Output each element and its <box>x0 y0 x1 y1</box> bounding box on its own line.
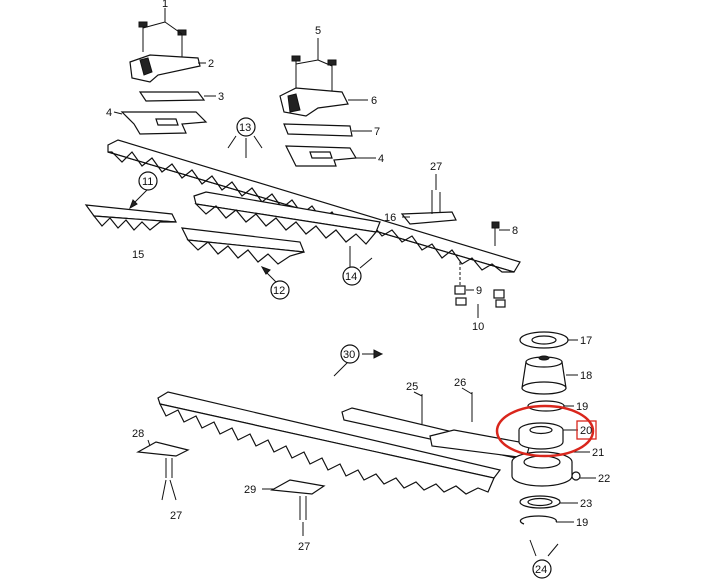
label-16: 16 <box>384 212 396 224</box>
label-23: 23 <box>580 498 592 510</box>
label-27-bottom: 27 <box>298 541 310 553</box>
label-19-upper: 19 <box>576 401 588 413</box>
label-4-right: 4 <box>378 153 384 165</box>
label-7: 7 <box>374 126 380 138</box>
highlight-ellipse <box>495 404 595 458</box>
label-18: 18 <box>580 370 592 382</box>
arrow-14 <box>349 246 373 269</box>
pitman-bar <box>341 407 531 459</box>
bearing-20 <box>518 422 564 450</box>
knife-bar-middle <box>193 191 381 245</box>
label-27-top: 27 <box>430 161 442 173</box>
arrow-12 <box>260 266 277 283</box>
housing-21 <box>511 451 573 487</box>
label-2: 2 <box>208 58 214 70</box>
label-10: 10 <box>472 321 484 333</box>
arrow-30 <box>333 349 384 377</box>
snap-ring-19-lower <box>519 515 557 525</box>
washer-10 <box>455 289 506 308</box>
cutter-bar-lower <box>157 391 502 495</box>
label-9: 9 <box>476 285 482 297</box>
label-1: 1 <box>162 0 168 10</box>
label-17: 17 <box>580 335 592 347</box>
bolt-pair-1 <box>138 21 187 58</box>
guard-29 <box>270 479 326 536</box>
label-26: 26 <box>454 377 466 389</box>
label-5: 5 <box>315 25 321 37</box>
arrow-11 <box>129 189 148 210</box>
section-16 <box>400 190 457 225</box>
label-6: 6 <box>371 95 377 107</box>
seal-23 <box>519 495 561 509</box>
label-21: 21 <box>592 447 604 459</box>
label-22: 22 <box>598 473 610 485</box>
label-30: 30 <box>343 349 355 361</box>
label-3: 3 <box>218 91 224 103</box>
wear-plate-4-left <box>120 111 208 135</box>
label-15: 15 <box>132 249 144 261</box>
highlight-box <box>576 420 597 440</box>
label-13: 13 <box>239 122 251 134</box>
wear-plate-4-right <box>285 145 358 167</box>
label-11: 11 <box>142 176 153 188</box>
shim-plate-3 <box>138 91 206 102</box>
knife-section-12 <box>180 227 305 265</box>
grease-fitting-22 <box>571 471 596 481</box>
label-4-left: 4 <box>106 107 112 119</box>
label-20: 20 <box>580 425 592 437</box>
nut-9 <box>454 262 466 295</box>
shim-plate-7 <box>283 123 353 137</box>
knife-clip-2 <box>129 54 201 83</box>
label-19-lower: 19 <box>576 517 588 529</box>
hub-18 <box>521 355 567 395</box>
arrow-13 <box>227 135 263 158</box>
label-12: 12 <box>273 285 285 297</box>
knife-clip-6 <box>279 87 349 117</box>
bolt-8 <box>491 221 500 246</box>
knife-section-15 <box>84 204 178 231</box>
label-27-left: 27 <box>170 510 182 522</box>
label-28: 28 <box>132 428 144 440</box>
label-24: 24 <box>535 564 547 576</box>
arrow-24 <box>529 539 559 557</box>
seal-17 <box>519 331 569 349</box>
label-8: 8 <box>512 225 518 237</box>
label-25: 25 <box>406 381 418 393</box>
guard-28 <box>136 441 190 501</box>
callout-circles <box>138 117 552 579</box>
label-14: 14 <box>345 271 357 283</box>
leader-lines <box>113 8 590 523</box>
label-29: 29 <box>244 484 256 496</box>
